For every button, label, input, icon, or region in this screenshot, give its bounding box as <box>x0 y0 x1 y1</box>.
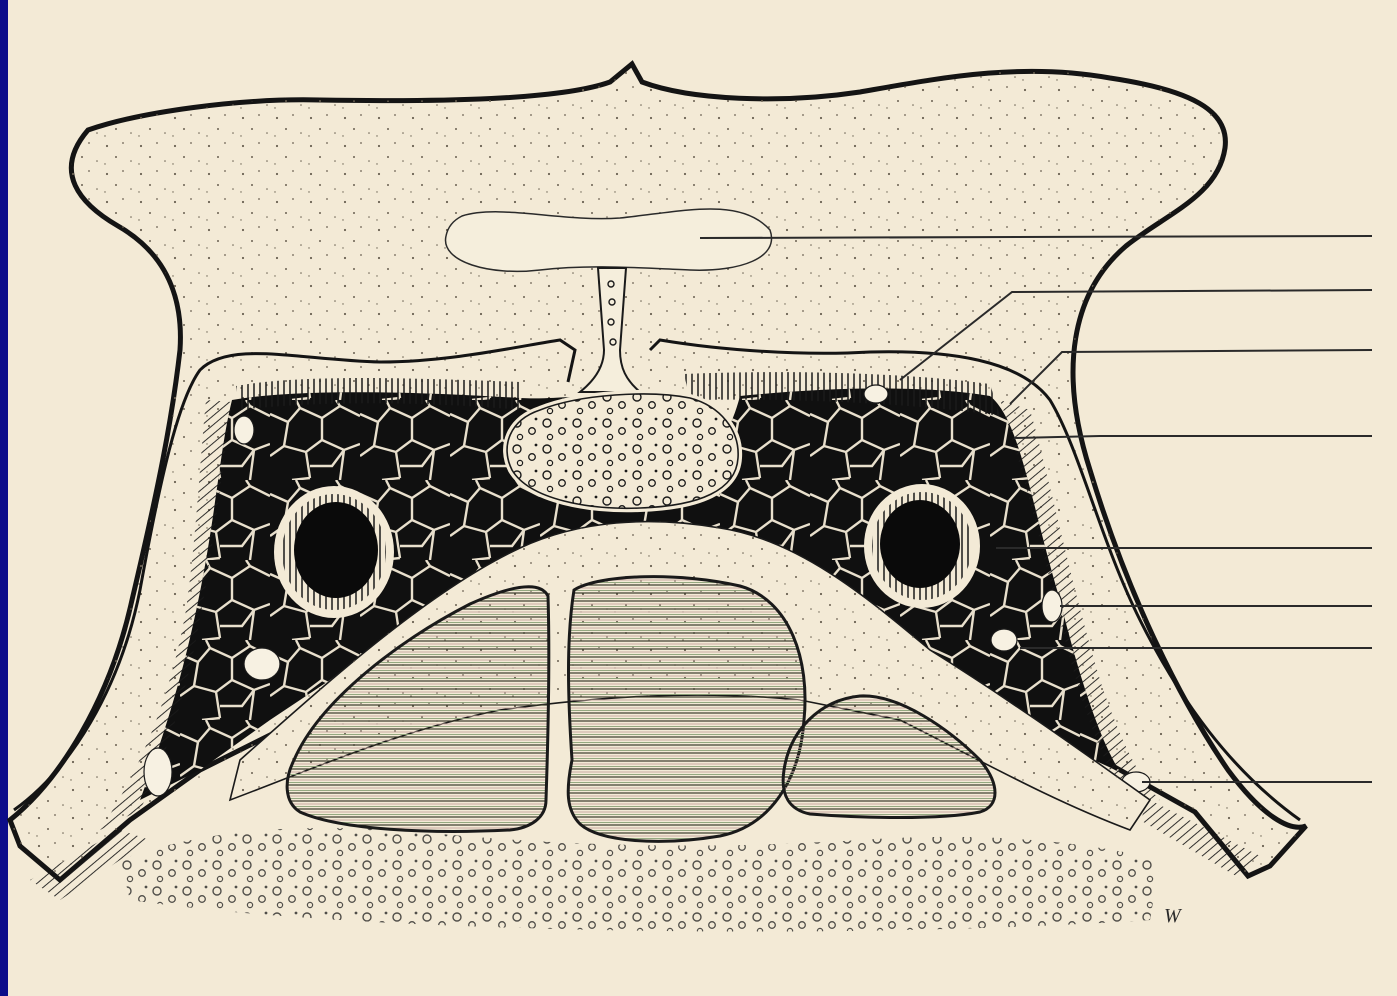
upper-cavity-outline <box>446 209 772 271</box>
leader-line-4 <box>1014 436 1372 438</box>
middle-chamber <box>568 577 805 842</box>
left-vessel <box>274 486 394 618</box>
central-sac-fill <box>507 394 738 508</box>
lower-cancellous-bone <box>120 828 1160 932</box>
artist-signature: W <box>1164 905 1183 927</box>
right-vessel <box>864 484 980 608</box>
